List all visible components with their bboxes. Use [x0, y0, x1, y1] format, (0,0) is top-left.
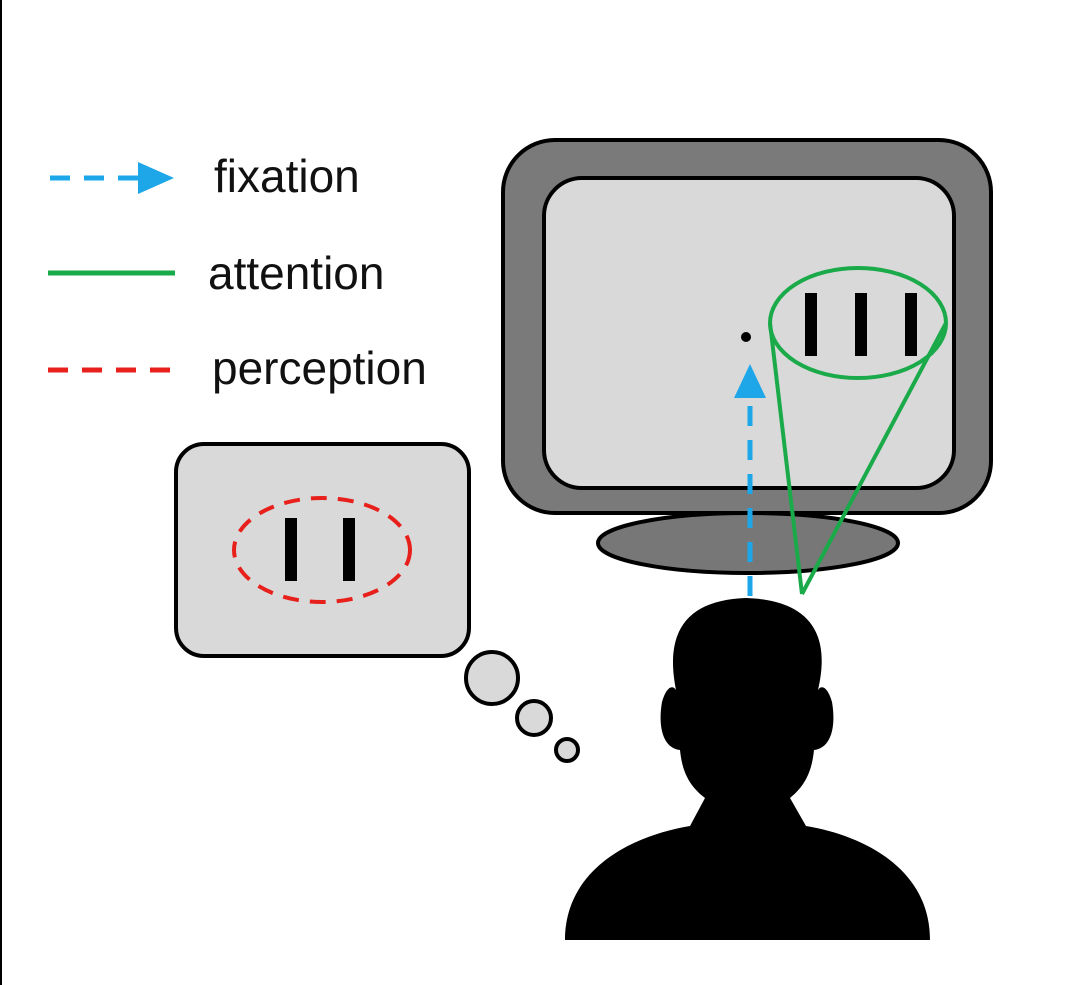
legend-label-fixation: fixation	[214, 150, 360, 202]
thought-bubble	[174, 442, 580, 763]
monitor	[501, 138, 993, 575]
perceived-bar-2	[343, 518, 355, 581]
perception-ellipse	[232, 496, 412, 604]
thought-bubble-box	[174, 442, 471, 658]
attention-spotlight	[768, 266, 948, 595]
person-head-silhouette-icon	[565, 598, 930, 940]
legend-item-attention: attention	[48, 247, 384, 299]
thought-bubble-dot-small	[554, 737, 580, 763]
legend-label-attention: attention	[208, 247, 384, 299]
thought-bubble-dot-large	[464, 650, 520, 706]
perceived-bars	[285, 518, 355, 581]
stimulus-bar-1	[805, 293, 817, 356]
legend-item-perception: perception	[48, 342, 427, 394]
fixation-arrow	[734, 364, 766, 596]
fixation-arrow-head-icon	[734, 364, 766, 398]
legend-label-perception: perception	[212, 342, 427, 394]
perceived-bar-1	[285, 518, 297, 581]
attention-cone-right-edge	[800, 322, 948, 595]
fixation-point-dot	[741, 332, 751, 342]
thought-bubble-dot-medium	[515, 699, 553, 737]
attention-cone-left-edge	[768, 322, 804, 595]
stimulus-bars	[805, 293, 917, 356]
legend: fixation attention perception	[48, 150, 427, 394]
fixation-arrowhead-icon	[138, 162, 174, 194]
stimulus-bar-3	[905, 293, 917, 356]
stimulus-bar-2	[855, 293, 867, 356]
legend-item-fixation: fixation	[50, 150, 360, 202]
